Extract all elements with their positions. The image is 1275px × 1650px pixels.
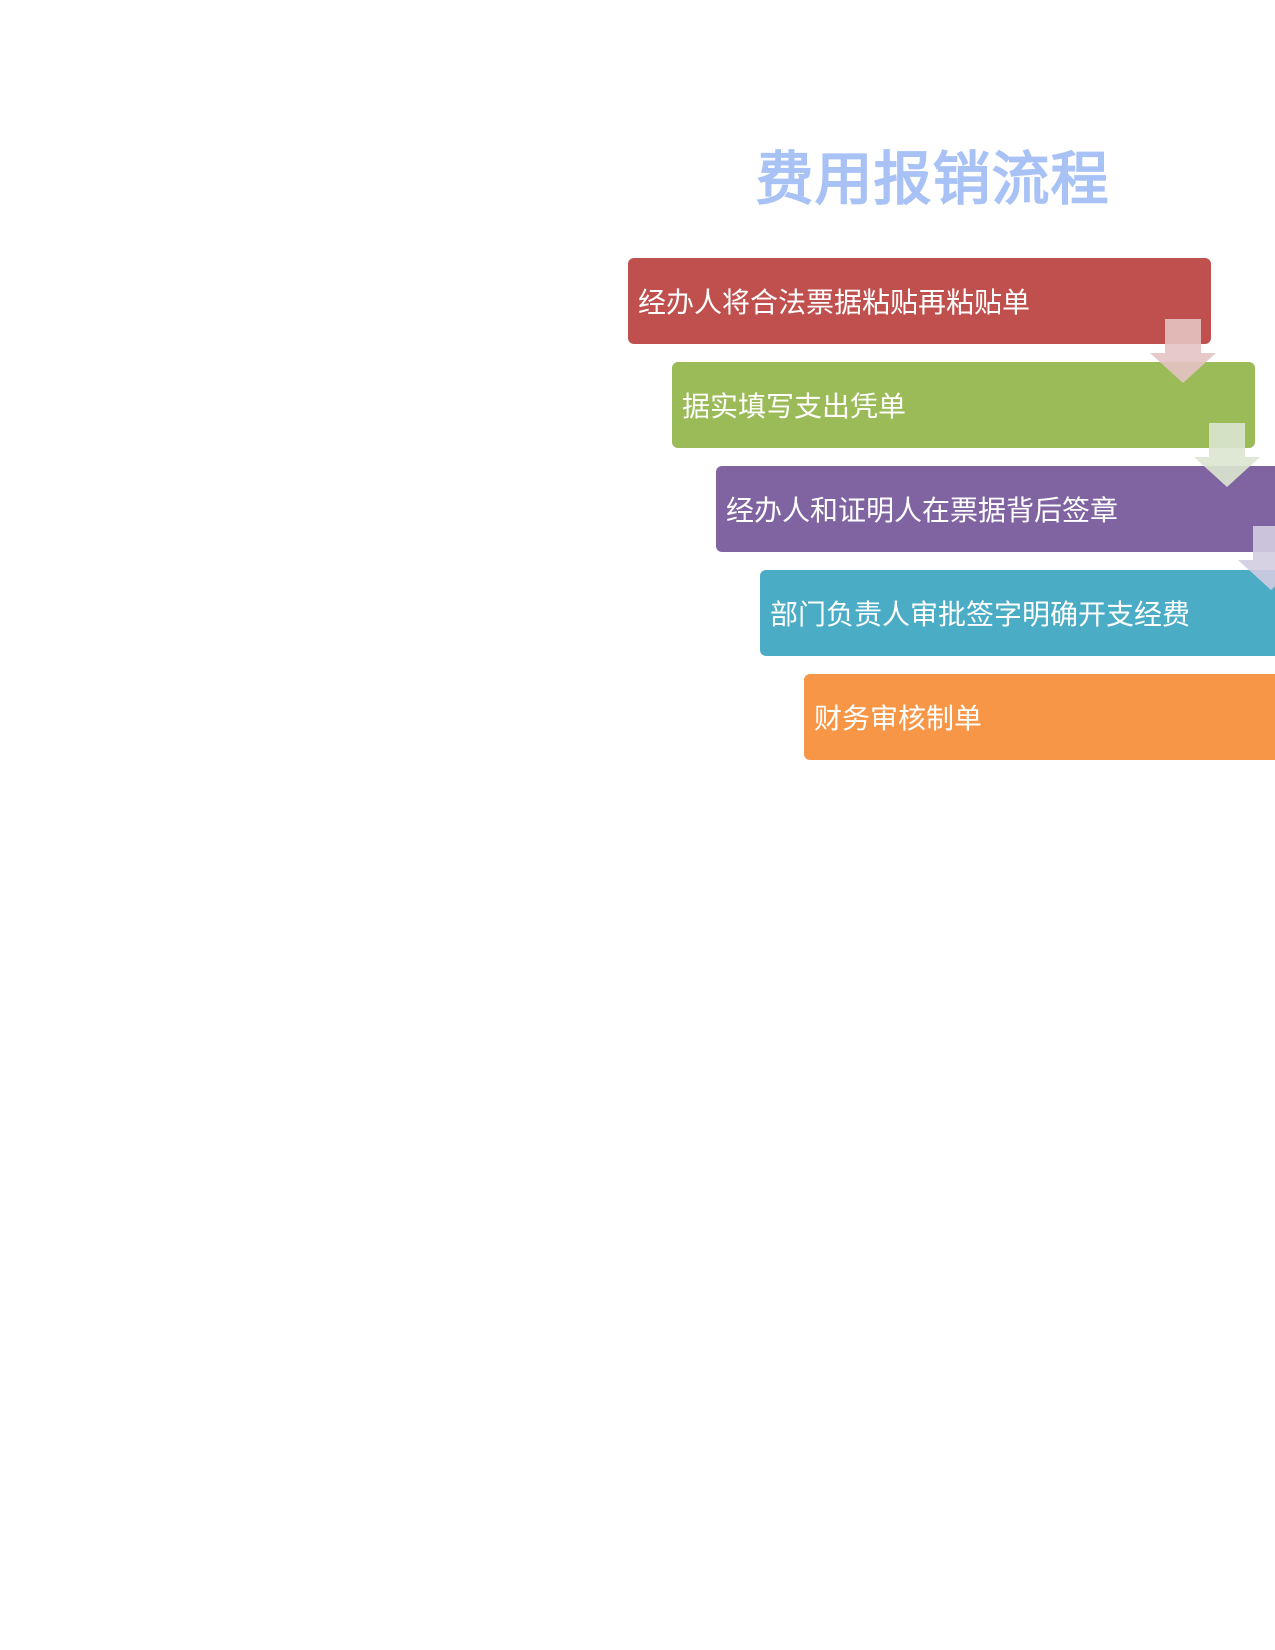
process-step-5-label: 财务审核制单 (814, 702, 983, 735)
process-step-4-label: 部门负责人审批签字明确开支经费 (770, 598, 1191, 631)
diagram-title: 费用报销流程 (755, 145, 1110, 213)
process-step-2: 据实填写支出凭单 (672, 362, 1255, 448)
process-step-5: 财务审核制单 (804, 674, 1275, 760)
down-arrow-icon (1238, 526, 1275, 590)
process-step-4: 部门负责人审批签字明确开支经费 (760, 570, 1275, 656)
process-step-1-label: 经办人将合法票据粘贴再粘贴单 (638, 286, 1031, 319)
process-step-1: 经办人将合法票据粘贴再粘贴单 (628, 258, 1211, 344)
process-step-3: 经办人和证明人在票据背后签章 (716, 466, 1275, 552)
down-arrow-icon (1150, 319, 1216, 383)
down-arrow-icon (1194, 423, 1260, 487)
process-step-2-label: 据实填写支出凭单 (682, 390, 907, 423)
process-step-3-label: 经办人和证明人在票据背后签章 (726, 494, 1119, 527)
